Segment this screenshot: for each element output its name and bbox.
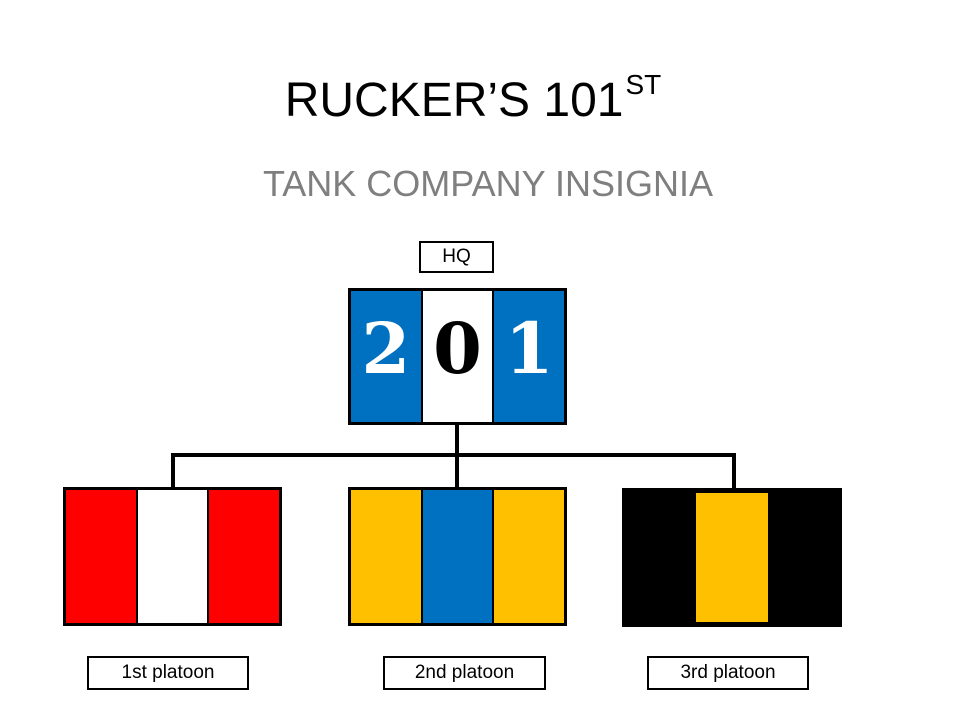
2nd-platoon-label: 2nd platoon [383, 656, 546, 690]
branch-line-1st-platoon [171, 453, 175, 489]
hq-stripe-right: 1 [494, 291, 565, 422]
2nd-platoon-flag [348, 487, 567, 626]
1st-platoon-stripe-left [66, 490, 136, 623]
hq-digit-left: 2 [361, 306, 411, 390]
branch-line-3rd-platoon [732, 453, 736, 490]
1st-platoon-stripe-middle [135, 490, 210, 623]
3rd-platoon-label: 3rd platoon [647, 656, 809, 690]
hq-flag: 2 0 1 [348, 288, 567, 425]
hq-label: HQ [419, 241, 494, 273]
2nd-platoon-stripe-middle [420, 490, 495, 623]
hq-stripe-middle: 0 [420, 291, 495, 422]
page-title: RUCKER’S 101ST [0, 69, 946, 130]
3rd-platoon-stripe-right [767, 491, 839, 624]
2nd-platoon-stripe-left [351, 490, 421, 623]
3rd-platoon-stripe-left [625, 491, 697, 624]
title-text: RUCKER’S 101 [284, 74, 624, 127]
hq-stripe-left: 2 [351, 291, 421, 422]
hq-digit-middle: 0 [433, 306, 482, 390]
3rd-platoon-flag [622, 488, 842, 627]
1st-platoon-stripe-right [209, 490, 280, 623]
branch-horizontal-line [171, 453, 736, 457]
2nd-platoon-stripe-right [494, 490, 565, 623]
hq-digit-right: 1 [504, 306, 554, 390]
page-subtitle: TANK COMPANY INSIGNIA [262, 163, 714, 204]
title-superscript: ST [625, 69, 662, 100]
1st-platoon-flag [63, 487, 282, 626]
1st-platoon-label: 1st platoon [87, 656, 249, 690]
3rd-platoon-stripe-middle [696, 491, 768, 624]
